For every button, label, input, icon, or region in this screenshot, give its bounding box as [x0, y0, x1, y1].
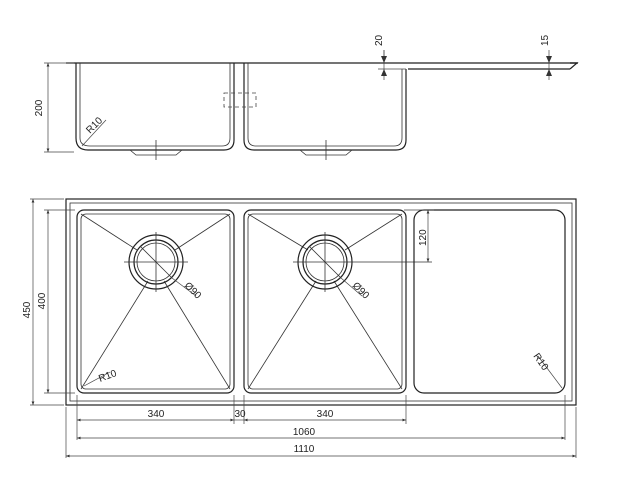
top-right-waste-leader — [340, 277, 363, 297]
side-right-bowl — [243, 63, 407, 151]
top-inner-depth-label: 400 — [37, 292, 48, 309]
top-drainer — [413, 209, 566, 394]
top-left-bowl-inner — [80, 213, 231, 390]
top-view: Ø90 R10 Ø90 R10 120 — [22, 198, 577, 458]
side-drainer-label: 15 — [540, 34, 551, 46]
side-rim-label: 20 — [374, 34, 385, 46]
top-drainer-radius-leader — [537, 355, 563, 389]
top-right-waste-label: Ø90 — [350, 280, 371, 301]
top-waste-offset-label: 120 — [418, 229, 429, 246]
side-right-bowl-inner — [247, 63, 403, 147]
top-right-waste — [293, 232, 432, 292]
top-left-bowl-ribs — [80, 213, 231, 390]
top-left-bowl — [76, 209, 235, 394]
side-radius-label: R10 — [84, 115, 105, 136]
top-left-waste — [124, 232, 188, 292]
top-overall-length-label: 1110 — [294, 444, 315, 455]
top-left-waste-label: Ø90 — [182, 280, 203, 301]
top-left-waste-leader — [171, 277, 197, 297]
side-view: 200 R10 20 15 — [34, 34, 579, 160]
top-bowl-radius-label: R10 — [97, 368, 118, 385]
top-inner-length-label: 1060 — [293, 427, 316, 438]
side-left-bowl-inner — [79, 63, 231, 147]
top-drainer-radius-label: R10 — [531, 351, 551, 373]
top-right-bowl-ribs — [247, 213, 403, 390]
side-radius-leader — [81, 119, 107, 147]
top-right-bowl — [243, 209, 407, 394]
side-drainer-tip — [569, 62, 579, 70]
top-overall-depth-label: 450 — [22, 301, 33, 318]
top-outer-frame — [65, 198, 577, 406]
top-bowl-right-label: 340 — [317, 409, 334, 420]
top-bowl-radius-leader — [83, 371, 111, 387]
side-left-bowl — [75, 63, 235, 151]
side-depth-label: 200 — [34, 99, 45, 116]
top-inner-frame — [69, 202, 573, 402]
top-right-bowl-inner — [247, 213, 403, 390]
side-overflow-box — [223, 92, 257, 108]
top-divider-label: 30 — [234, 409, 246, 420]
top-bowl-left-label: 340 — [148, 409, 165, 420]
